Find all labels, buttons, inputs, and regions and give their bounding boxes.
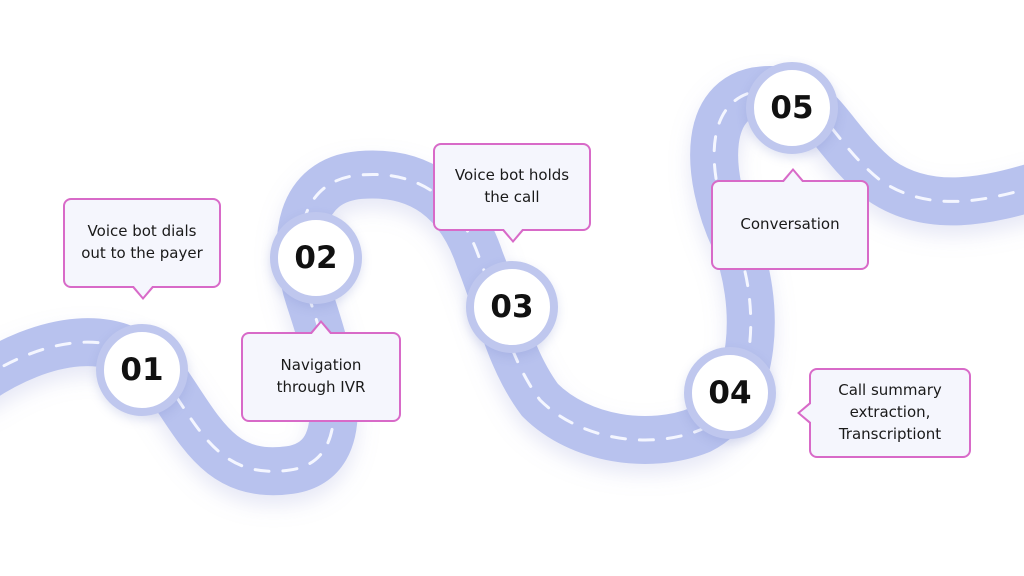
callout-text: Voice bot holds the call — [454, 166, 570, 206]
step-callout-02: Navigation through IVR — [241, 320, 401, 422]
step-callout-05: Conversation — [711, 168, 869, 270]
callout-text: Voice bot dials out to the payer — [81, 222, 203, 262]
step-marker-02: 02 — [270, 212, 362, 304]
step-number: 04 — [708, 375, 752, 411]
callout-text: Call summary extraction, Transcriptiont — [838, 381, 942, 443]
step-marker-01: 01 — [96, 324, 188, 416]
step-callout-04: Call summary extraction, Transcriptiont — [797, 368, 971, 458]
step-marker-05: 05 — [746, 62, 838, 154]
step-callout-01: Voice bot dials out to the payer — [63, 198, 221, 300]
step-number: 05 — [770, 90, 814, 126]
callout-text: Navigation through IVR — [276, 356, 366, 396]
step-marker-04: 04 — [684, 347, 776, 439]
step-number: 02 — [294, 240, 338, 276]
step-callout-03: Voice bot holds the call — [433, 143, 591, 243]
step-marker-03: 03 — [466, 261, 558, 353]
step-number: 03 — [490, 289, 534, 325]
step-number: 01 — [120, 352, 164, 388]
callout-text: Conversation — [740, 215, 840, 234]
